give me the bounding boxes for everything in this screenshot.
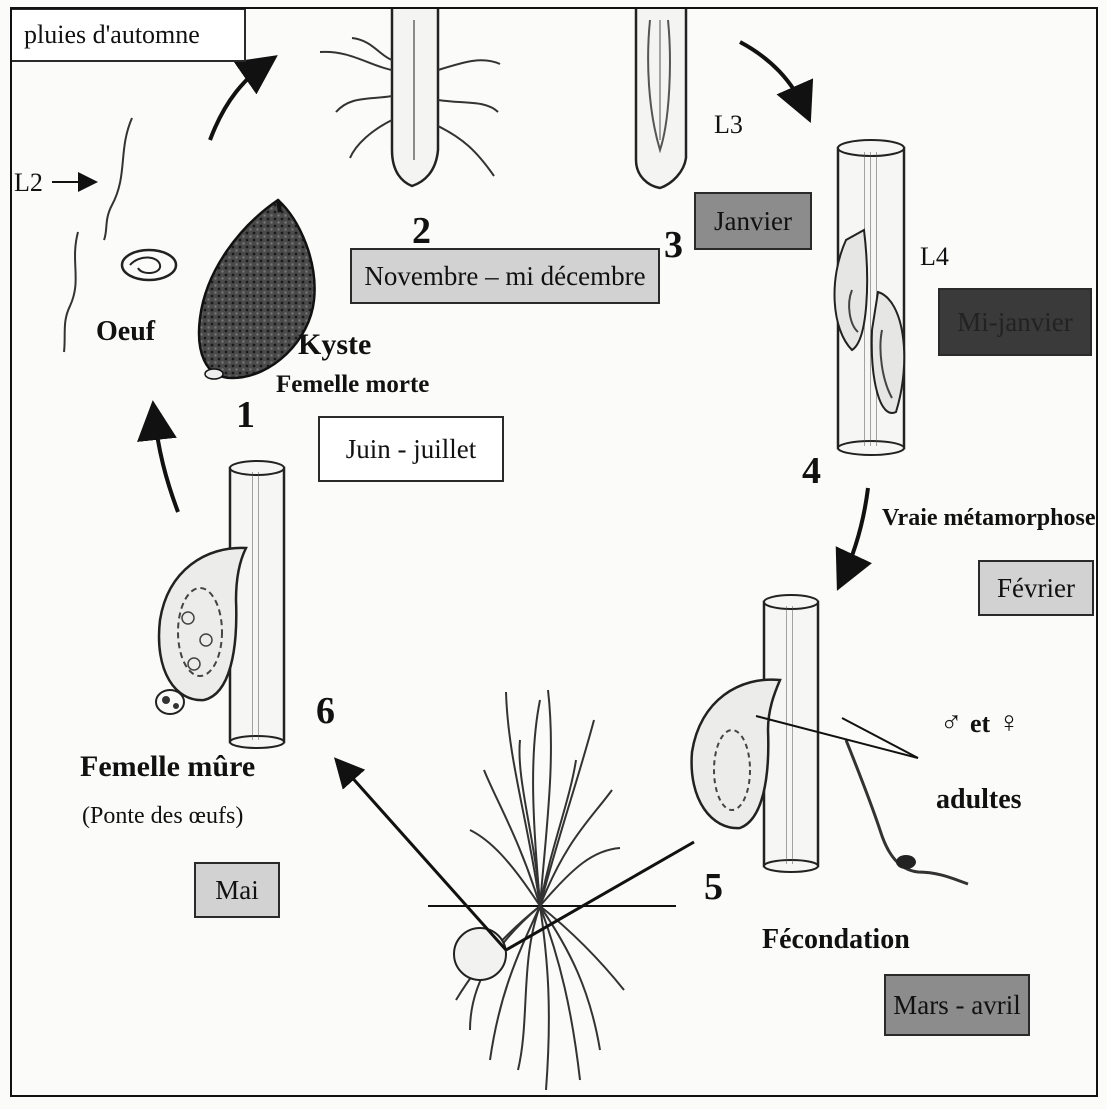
label-male-female-adultes: ♂ et ♀	[940, 706, 1020, 740]
label-ponte-des-oeufs: (Ponte des œufs)	[82, 804, 243, 828]
wheat-plant-illustration	[428, 690, 676, 1090]
box-mai: Mai	[194, 862, 280, 918]
box-mars-avril: Mars - avril	[884, 974, 1030, 1036]
box-janvier: Janvier	[694, 192, 812, 250]
stage-number-2: 2	[412, 212, 431, 250]
box-fevrier: Février	[978, 560, 1094, 616]
label-oeuf: Oeuf	[96, 318, 155, 346]
arrow-1-to-2	[210, 62, 268, 140]
label-fecondation: Fécondation	[762, 926, 910, 954]
label-l2: L2	[14, 170, 43, 196]
stage-number-6: 6	[316, 692, 335, 730]
arrow-4-to-5	[842, 488, 868, 580]
label-pluies-automne: pluies d'automne	[10, 8, 246, 62]
label-vraie-metamorphose: Vraie métamorphose	[882, 506, 1096, 530]
arrow-6-to-1	[154, 412, 178, 512]
label-et: et	[970, 709, 990, 738]
label-kyste: Kyste	[298, 330, 371, 360]
plant-arrows	[340, 764, 694, 950]
egg-illustration	[122, 250, 176, 280]
label-l4: L4	[920, 244, 949, 270]
label-adultes: adultes	[936, 786, 1022, 814]
stage-number-3: 3	[664, 226, 683, 264]
box-juin-juillet: Juin - juillet	[318, 416, 504, 482]
stage-number-5: 5	[704, 868, 723, 906]
root-segment-stage-5	[692, 595, 968, 884]
label-femelle-morte: Femelle morte	[276, 372, 429, 397]
male-symbol: ♂	[940, 706, 963, 739]
box-novembre-mi-decembre: Novembre – mi décembre	[350, 248, 660, 304]
stage-number-4: 4	[802, 452, 821, 490]
arrow-3-to-4	[740, 42, 806, 112]
female-symbol: ♀	[998, 706, 1021, 739]
root-tip-stage-2	[320, 8, 500, 186]
label-l3: L3	[714, 112, 743, 138]
box-mi-janvier: Mi-janvier	[938, 288, 1092, 356]
stage-number-1: 1	[236, 396, 255, 434]
root-tip-stage-3	[636, 8, 686, 188]
root-segment-stage-4	[835, 140, 905, 455]
label-femelle-mure: Femelle mûre	[80, 752, 255, 782]
